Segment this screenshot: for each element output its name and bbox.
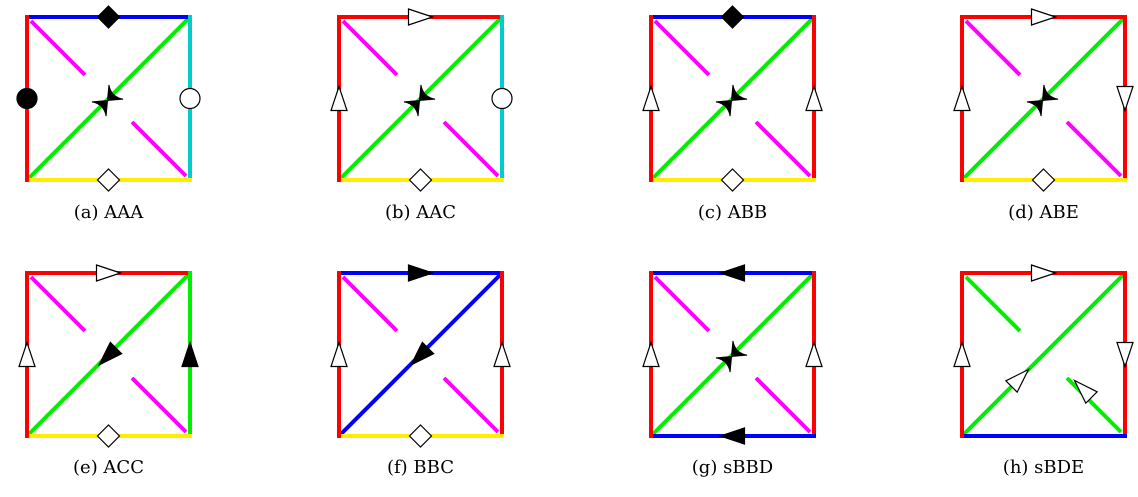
marker-arrow-diag [409,341,435,367]
panel-caption: (c) ABB [698,202,767,223]
marker-arrow-bottom [718,427,746,445]
panel-caption: (b) AAC [385,202,456,223]
marker-diamond-bottom [96,424,121,448]
marker-diamond-top [720,5,745,29]
marker-arrow-right [1116,341,1134,369]
inner-edge-br [754,120,812,178]
marker-circle-right [179,87,201,110]
marker-diamond-top [96,5,121,29]
inner-edge-br [130,376,188,434]
marker-arrow-right [805,340,823,368]
edge-diagonal [960,271,1127,438]
marker-arrow-diag [1004,368,1030,394]
marker-arrow-left [330,84,348,112]
panel-caption: (g) sBBD [692,457,773,478]
marker-bowtie-diag [403,84,436,117]
marker-arrow-top [95,264,123,282]
panel-8: (h) sBDE [953,264,1134,478]
marker-arrow-top [718,264,746,282]
marker-circle-right [491,87,513,110]
marker-arrow-right [181,340,199,368]
inner-edge-br [442,376,500,434]
marker-arrow-left [953,340,971,368]
marker-diamond-bottom [1031,168,1056,192]
inner-edge-tl [653,275,711,333]
panel-caption: (a) AAA [74,202,144,223]
marker-bowtie-diag [715,340,748,373]
marker-bowtie-diag [715,84,748,117]
panel-caption: (d) ABE [1008,202,1079,223]
marker-arrow-right [805,84,823,112]
panel-4: (d) ABE [953,8,1134,223]
panel-1: (a) AAA [16,5,201,223]
marker-arrow-left [642,84,660,112]
marker-arrow-diag [97,341,123,367]
inner-edge-tl [653,19,711,77]
inner-edge-br [442,120,500,178]
inner-edge-br [1065,376,1123,434]
inner-edge-tl [29,275,87,333]
panel-7: (g) sBBD [642,264,823,478]
marker-bowtie-diag [91,84,124,117]
marker-arrow-top [407,8,435,26]
inner-edge-tl [341,275,399,333]
marker-bowtie-diag [1026,84,1059,117]
marker-arrow-top [1030,8,1058,26]
marker-arrow-top [407,264,435,282]
panel-3: (c) ABB [642,5,823,223]
inner-edge-tl [29,19,87,77]
marker-diamond-bottom [408,168,433,192]
panel-caption: (h) sBDE [1003,457,1084,478]
panel-caption: (e) ACC [73,457,144,478]
inner-edge-tl [341,19,399,77]
marker-arrow-top [1030,264,1058,282]
marker-arrow-dash [1073,379,1099,405]
marker-circle-left [16,87,38,110]
panel-caption: (f) BBC [387,457,454,478]
inner-edge-br [130,120,188,178]
marker-arrow-right [493,340,511,368]
inner-edge-br [1065,120,1123,178]
inner-edge-tl [964,275,1022,333]
marker-arrow-left [953,84,971,112]
panel-6: (f) BBC [330,264,511,478]
marker-diamond-bottom [408,424,433,448]
marker-arrow-left [18,340,36,368]
marker-arrow-left [642,340,660,368]
panel-5: (e) ACC [18,264,199,478]
inner-edge-tl [964,19,1022,77]
marker-arrow-left [330,340,348,368]
panels-layer: (a) AAA (b) AAC (c) ABB (d) ABE (e) ACC (f) B… [16,5,1134,478]
marker-diamond-bottom [96,168,121,192]
marker-arrow-right [1116,85,1134,113]
panel-2: (b) AAC [330,8,513,223]
marker-diamond-bottom [720,168,745,192]
inner-edge-br [754,376,812,434]
